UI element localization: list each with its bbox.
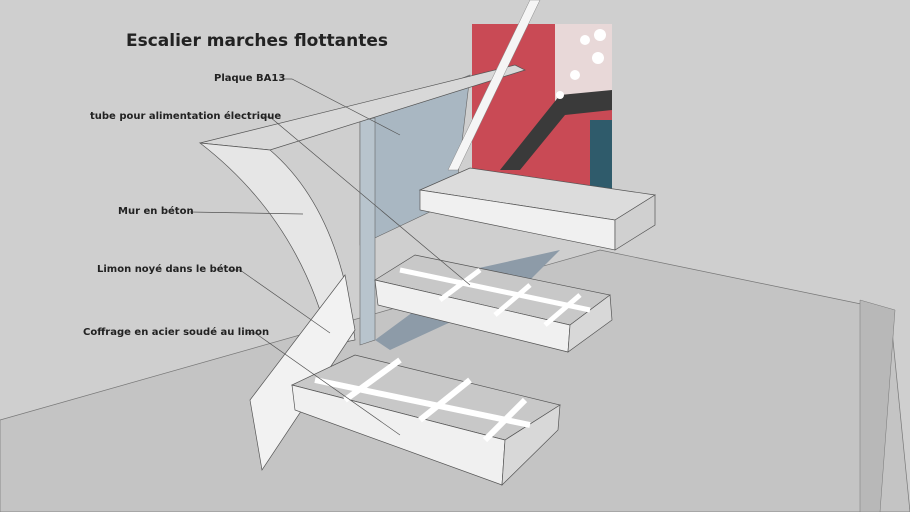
diagram-title: Escalier marches flottantes: [126, 31, 388, 51]
reference-photo: [472, 24, 612, 189]
label-mur-beton: Mur en béton: [118, 206, 194, 217]
label-coffrage: Coffrage en acier soudé au limon: [83, 327, 270, 338]
step-middle-frame: [374, 254, 613, 353]
step-top: [418, 167, 656, 251]
label-tube: tube pour alimentation électrique: [90, 111, 282, 122]
label-plaque-ba13: Plaque BA13: [214, 73, 286, 84]
leader-lines: [189, 78, 471, 436]
curved-concrete-wall: [198, 142, 356, 471]
label-limon: Limon noyé dans le béton: [97, 264, 243, 275]
step-bottom-frame: [290, 354, 561, 486]
stringer-bar: [447, 0, 541, 171]
